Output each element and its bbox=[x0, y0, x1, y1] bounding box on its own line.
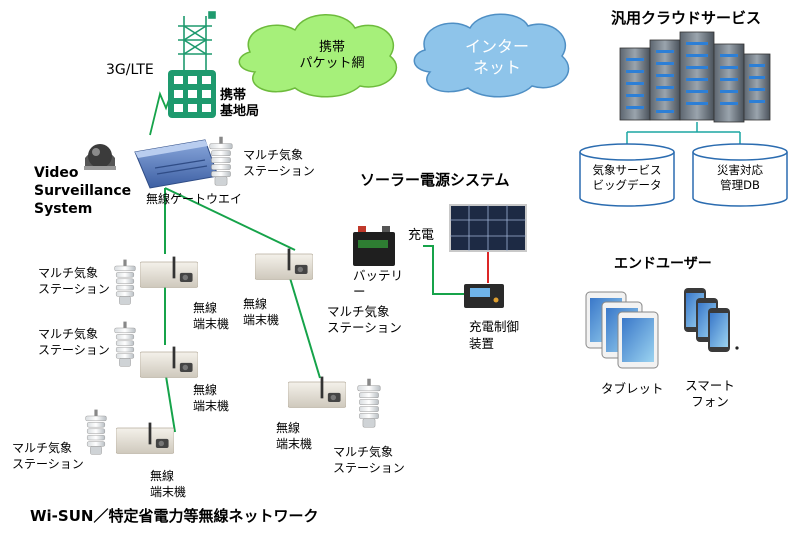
node5-terminal-label: 無線 端末機 bbox=[276, 421, 313, 451]
mobile-packet-net-label: 携帯 パケット網 bbox=[299, 40, 365, 71]
solar-station-label: マルチ気象 ステーション bbox=[327, 304, 402, 335]
node1-terminal-label: 無線 端末機 bbox=[193, 301, 230, 331]
weather-station-icon-node1 bbox=[114, 259, 136, 305]
bigdata-label: 気象サービス ビッグデータ bbox=[592, 163, 662, 192]
charge-controller-label: 充電制御 装置 bbox=[469, 319, 520, 351]
node1-station-label: マルチ気象 ステーション bbox=[38, 266, 110, 296]
solar-panel-icon bbox=[449, 204, 527, 252]
battery-label: バッテリ ー bbox=[353, 268, 404, 299]
mobile-packet-cloud bbox=[238, 14, 398, 98]
charge-controller-icon bbox=[464, 284, 504, 308]
charge-label: 充電 bbox=[408, 228, 435, 243]
weather-station-icon-node5 bbox=[357, 378, 381, 428]
base-station-label: 携帯 基地局 bbox=[220, 88, 260, 119]
wireless-terminal-icon-node2 bbox=[140, 346, 198, 378]
gateway-router-icon bbox=[134, 139, 219, 189]
video-surveillance-label: Video Surveillance System bbox=[34, 165, 132, 217]
end-users-title: エンドユーザー bbox=[614, 256, 712, 272]
internet-label: インター ネット bbox=[464, 37, 529, 77]
base-station-icon bbox=[168, 70, 216, 118]
cloud-db-links bbox=[626, 122, 741, 144]
dome-camera-icon bbox=[84, 144, 116, 170]
node3-station-label: マルチ気象 ステーション bbox=[12, 441, 84, 471]
network-name-title: Wi-SUN／特定省電力等無線ネットワーク bbox=[30, 507, 319, 525]
gateway-label: 無線ゲートウエイ bbox=[146, 192, 243, 206]
tablet-label: タブレット bbox=[601, 381, 664, 396]
weather-station-icon-gateway bbox=[209, 136, 233, 186]
node3-terminal-label: 無線 端末機 bbox=[150, 469, 187, 499]
wireless-terminal-icon-node5 bbox=[288, 376, 346, 408]
wireless-terminal-icon-node1 bbox=[140, 256, 198, 288]
node5-station-label: マルチ気象 ステーション bbox=[333, 445, 405, 475]
solar-system-title: ソーラー電源システム bbox=[360, 171, 510, 189]
battery-icon bbox=[353, 226, 395, 266]
weather-station-icon-node3 bbox=[85, 409, 107, 455]
wireless-terminal-icon-node4 bbox=[255, 248, 313, 280]
smartphone-icon bbox=[684, 288, 739, 352]
database-icon-bigdata bbox=[579, 143, 675, 207]
tablet-icon bbox=[585, 291, 659, 369]
power-links bbox=[423, 245, 489, 295]
weather-station-icon-node2 bbox=[114, 321, 136, 367]
server-rack-icon bbox=[619, 31, 771, 123]
database-icon-disaster bbox=[692, 143, 788, 207]
wireless-terminal-icon-node3 bbox=[116, 422, 174, 454]
gateway-station-label: マルチ気象 ステーション bbox=[243, 148, 315, 178]
cell-tower-icon bbox=[178, 11, 216, 70]
smartphone-label: スマート フォン bbox=[685, 378, 735, 409]
node4-terminal-label: 無線 端末機 bbox=[243, 297, 280, 327]
cloud-service-title: 汎用クラウドサービス bbox=[611, 9, 762, 27]
internet-cloud bbox=[413, 13, 570, 98]
node2-station-label: マルチ気象 ステーション bbox=[38, 327, 110, 357]
cellular-label: 3G/LTE bbox=[106, 62, 154, 78]
node2-terminal-label: 無線 端末機 bbox=[193, 383, 230, 413]
disaster-db-label: 災害対応 管理DB bbox=[717, 163, 763, 192]
